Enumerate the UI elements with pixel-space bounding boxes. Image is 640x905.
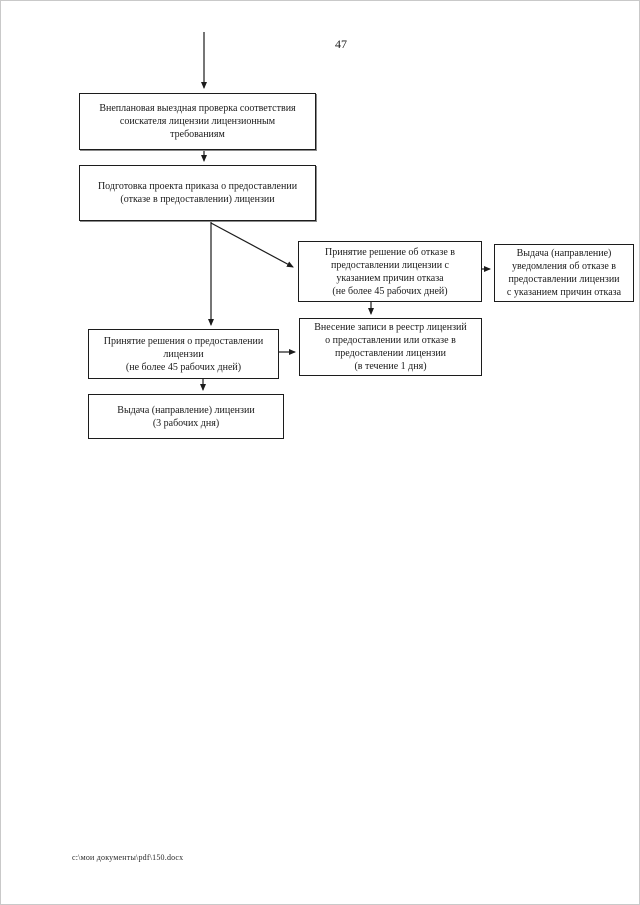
- arrow-box2-box3: [210, 222, 294, 268]
- page-number: 47: [335, 37, 347, 51]
- flow-box-unplanned-inspection: Внеплановая выездная проверка соответств…: [79, 93, 316, 150]
- footer-file-path: c:\мои документы\pdf\150.docx: [72, 853, 184, 862]
- flow-box-refusal-decision: Принятие решение об отказе в предоставле…: [298, 241, 482, 302]
- flow-box-draft-order: Подготовка проекта приказа о предоставле…: [79, 165, 316, 221]
- flow-box-register-entry: Внесение записи в реестр лицензий о пред…: [299, 318, 482, 376]
- flow-box-grant-decision: Принятие решения о предоставлении лиценз…: [88, 329, 279, 379]
- flow-box-refusal-notice: Выдача (направление) уведомления об отка…: [494, 244, 634, 302]
- flow-box-license-issue: Выдача (направление) лицензии (3 рабочих…: [88, 394, 284, 439]
